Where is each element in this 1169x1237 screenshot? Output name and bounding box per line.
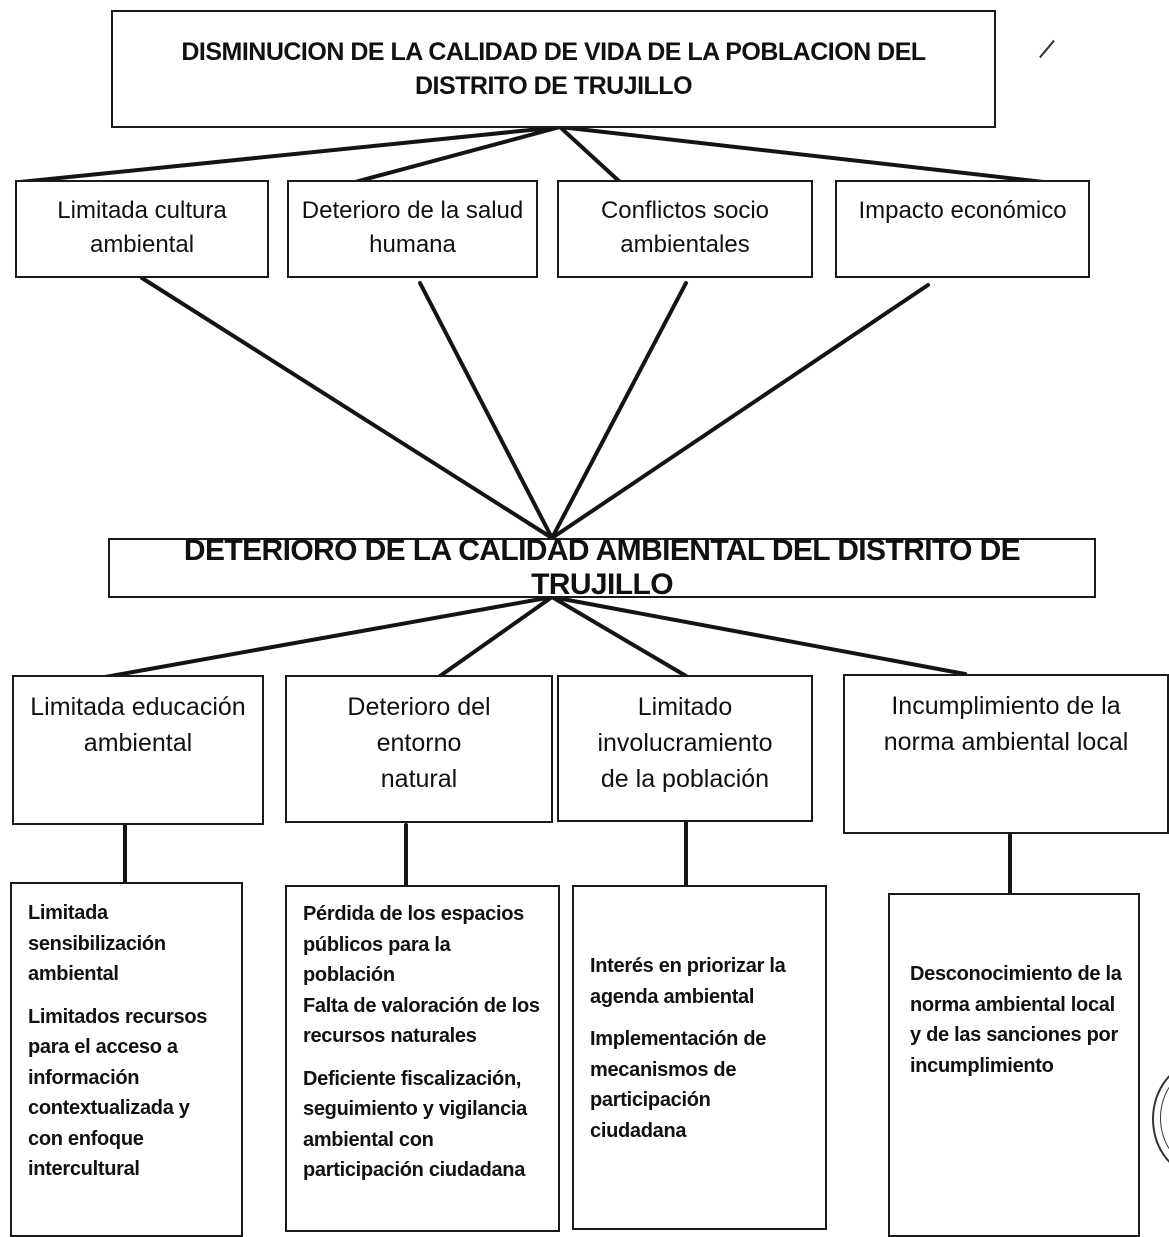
cause-text-4: Incumplimiento de la norma ambiental loc… [883, 692, 1129, 756]
effect-text-3: Conflictos socio ambientales [600, 197, 770, 258]
detail-box-3: Interés en priorizar la agenda ambiental… [572, 885, 827, 1230]
detail-1-item-1: Limitada sensibilización ambiental [28, 902, 166, 985]
effect-box-1: Limitada cultura ambiental [15, 180, 269, 278]
cause-box-1: Limitada educación ambiental [12, 675, 264, 825]
cause-text-3: Limitado involucramiento de la población [597, 693, 773, 793]
link-problem-cause-2 [438, 595, 554, 678]
effect-box-4: Impacto económico [835, 180, 1090, 278]
cause-text-1: Limitada educación ambiental [30, 693, 246, 757]
effect-box-3: Conflictos socio ambientales [557, 180, 813, 278]
effect-box-2: Deterioro de la salud humana [287, 180, 538, 278]
effect-text-1: Limitada cultura ambiental [57, 197, 227, 258]
effect-text-2: Deterioro de la salud humana [301, 197, 524, 258]
detail-2-item-3: Deficiente fiscalización, seguimiento y … [303, 1067, 527, 1182]
link-effect1-problem [140, 276, 554, 540]
effect-text-4: Impacto económico [858, 197, 1067, 224]
cause-box-4: Incumplimiento de la norma ambiental loc… [843, 674, 1169, 834]
cause-text-2: Deterioro del entorno natural [347, 693, 491, 793]
link-effect3-problem [550, 281, 688, 540]
central-problem-text: DETERIORO DE LA CALIDAD AMBIENTAL DEL DI… [183, 534, 1021, 601]
detail-box-2: Pérdida de los espacios públicos para la… [285, 885, 560, 1232]
link-top-effect-4 [558, 125, 1072, 187]
central-problem-box: DETERIORO DE LA CALIDAD AMBIENTAL DEL DI… [108, 534, 1096, 601]
detail-2-item-2: Falta de valoración de los recursos natu… [303, 994, 540, 1048]
top-effect-text: DISMINUCION DE LA CALIDAD DE VIDA DE LA … [181, 38, 926, 100]
link-top-effect-1 [18, 125, 562, 184]
detail-2-item-1: Pérdida de los espacios públicos para la… [303, 903, 524, 986]
link-top-effect-2 [353, 125, 562, 184]
detail-box-4: Desconocimiento de la norma ambiental lo… [888, 893, 1140, 1237]
link-problem-cause-3 [550, 595, 688, 678]
link-effect2-problem [418, 281, 554, 540]
detail-box-1: Limitada sensibilización ambiental Limit… [10, 882, 243, 1237]
link-problem-cause-1 [103, 595, 554, 679]
top-effect-box: DISMINUCION DE LA CALIDAD DE VIDA DE LA … [111, 10, 996, 128]
detail-1-item-2: Limitados recursos para el acceso a info… [28, 1005, 208, 1181]
link-top-effect-3 [558, 125, 622, 184]
detail-3-item-1: Interés en priorizar la agenda ambiental [590, 955, 786, 1008]
cause-box-2: Deterioro del entorno natural [285, 675, 553, 823]
cause-box-3: Limitado involucramiento de la población [557, 675, 813, 822]
detail-3-item-2: Implementación de mecanismos de particip… [590, 1028, 767, 1142]
detail-4-item-1: Desconocimiento de la norma ambiental lo… [910, 963, 1122, 1077]
link-effect4-problem [550, 283, 930, 540]
link-problem-cause-4 [550, 595, 967, 676]
